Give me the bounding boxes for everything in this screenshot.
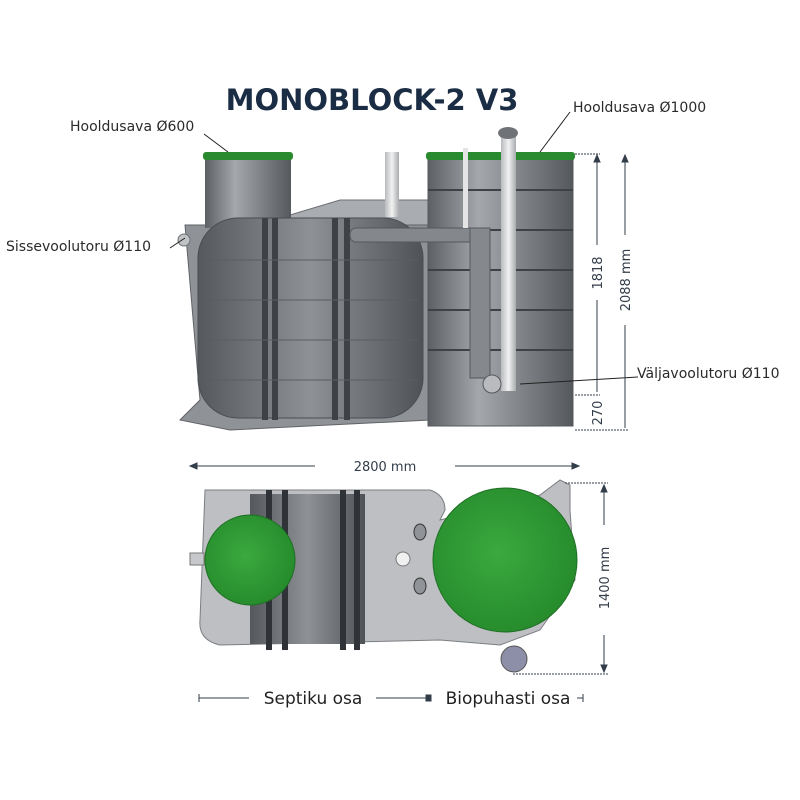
dim-1400: 1400 mm	[598, 547, 613, 610]
height-dimensions	[575, 153, 629, 431]
width-dimension	[513, 482, 608, 675]
front-view	[177, 127, 575, 431]
label-bio-section: Biopuhasti osa	[446, 689, 571, 709]
label-septic-section: Septiku osa	[264, 689, 363, 709]
label-inlet: Sissevoolutoru Ø110	[6, 239, 151, 255]
septic-tank	[197, 217, 424, 419]
top-view	[189, 479, 578, 673]
dim-2088: 2088 mm	[619, 249, 634, 312]
dim-270: 270	[591, 401, 606, 426]
small-manhole-top	[204, 514, 296, 606]
label-manhole-600: Hooldusava Ø600	[70, 119, 194, 135]
small-manhole-riser	[205, 158, 291, 228]
label-manhole-1000: Hooldusava Ø1000	[573, 100, 706, 116]
large-manhole-lid	[426, 152, 575, 160]
section-markers	[198, 694, 584, 702]
dim-2800: 2800 mm	[354, 460, 417, 475]
dim-1818: 1818	[591, 256, 606, 289]
length-dimension	[188, 462, 581, 470]
large-manhole-top	[432, 487, 578, 633]
label-outlet: Väljavoolutoru Ø110	[637, 366, 779, 382]
title: MONOBLOCK-2 V3	[226, 83, 519, 117]
vent-pipe	[501, 136, 516, 391]
small-manhole-lid	[203, 152, 293, 160]
